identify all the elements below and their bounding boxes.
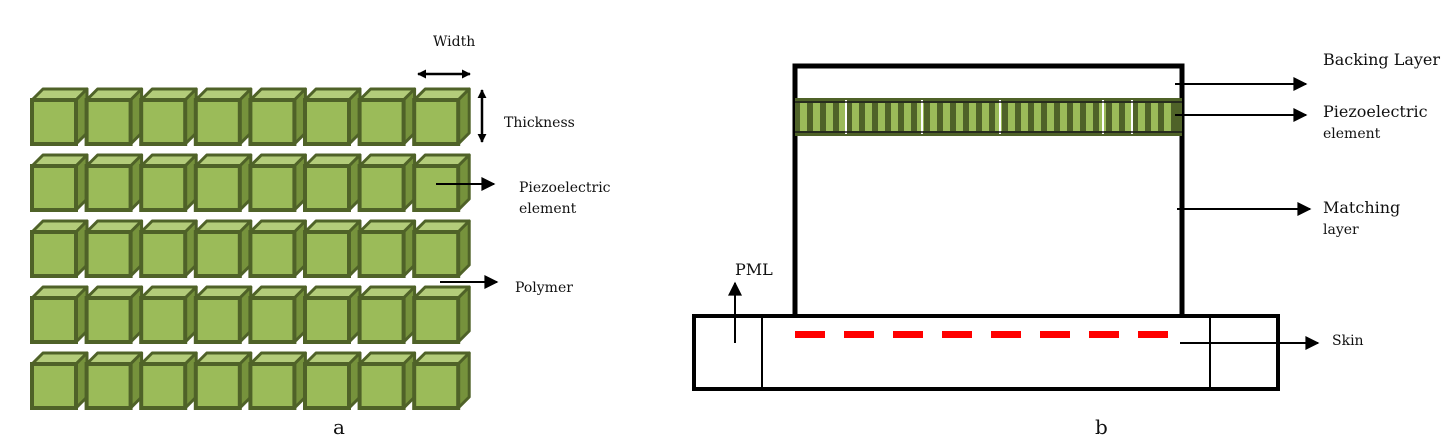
piezo-bar — [1112, 103, 1119, 131]
piezo-element-label-b-line2: element — [1323, 126, 1381, 142]
piezo-element-label-b-line1: Piezoelectric — [1323, 102, 1428, 121]
polymer-cube — [30, 351, 89, 410]
polymer-cube — [303, 351, 362, 410]
polymer-cube — [248, 87, 307, 146]
piezo-bar — [813, 103, 820, 131]
polymer-cube — [193, 153, 253, 212]
width-label: Width — [433, 34, 475, 50]
piezo-bar — [1008, 103, 1015, 131]
piezo-bar — [878, 103, 885, 131]
polymer-cube — [30, 219, 89, 278]
piezo-bar — [891, 103, 898, 131]
piezo-bar — [1047, 103, 1054, 131]
polymer-cube — [30, 87, 89, 146]
polymer-cube — [303, 219, 362, 278]
skin-layer — [692, 314, 1280, 391]
focal-dash — [844, 331, 874, 338]
focal-dash — [795, 331, 825, 338]
polymer-label: Polymer — [515, 280, 573, 296]
piezo-element-label-a-line2: element — [519, 201, 577, 217]
piezo-bar — [917, 103, 924, 131]
polymer-cube — [84, 87, 144, 146]
polymer-cube — [30, 153, 89, 212]
polymer-cube — [412, 285, 471, 344]
focal-dash — [1138, 331, 1168, 338]
piezo-bar — [1034, 103, 1041, 131]
piezo-bar — [982, 103, 989, 131]
polymer-cube — [357, 351, 417, 410]
polymer-cube — [193, 285, 253, 344]
piezo-bar — [995, 103, 1002, 131]
pml-label: PML — [735, 260, 773, 279]
focal-dash — [893, 331, 923, 338]
backing-layer-label: Backing Layer — [1323, 50, 1440, 69]
panel-a-caption: a — [333, 415, 345, 439]
piezo-bar — [1151, 103, 1158, 131]
polymer-cube — [139, 219, 198, 278]
piezo-bar — [839, 103, 846, 131]
piezo-bar — [1021, 103, 1028, 131]
polymer-cube — [193, 219, 253, 278]
piezo-bar — [865, 103, 872, 131]
polymer-cube — [248, 153, 307, 212]
piezo-element-strip — [795, 98, 1182, 136]
piezo-bar — [969, 103, 976, 131]
focal-dash — [991, 331, 1021, 338]
skin-label: Skin — [1332, 333, 1364, 349]
matching-layer-label-line1: Matching — [1323, 198, 1400, 217]
panel-b-transducer-model: Backing Layer Piezoelectric element Matc… — [692, 50, 1440, 439]
piezo-bar — [1086, 103, 1093, 131]
polymer-cube — [303, 153, 362, 212]
polymer-cube — [248, 285, 307, 344]
polymer-cube — [84, 285, 144, 344]
polymer-cube — [357, 219, 417, 278]
polymer-cube — [412, 153, 471, 212]
focal-dash-line — [795, 331, 1168, 338]
polymer-cube — [303, 285, 362, 344]
panel-b-caption: b — [1095, 415, 1108, 439]
piezo-bar — [1125, 103, 1132, 131]
polymer-cube — [412, 219, 471, 278]
piezo-bar — [1073, 103, 1080, 131]
piezo-bar — [800, 103, 807, 131]
piezo-bar — [904, 103, 911, 131]
piezo-bar — [1060, 103, 1067, 131]
piezo-bar — [852, 103, 859, 131]
polymer-cube — [139, 153, 198, 212]
focal-dash — [1040, 331, 1070, 338]
piezo-bar — [943, 103, 950, 131]
focal-dash — [942, 331, 972, 338]
polymer-cube — [84, 219, 144, 278]
focal-dash — [1089, 331, 1119, 338]
piezo-bar — [826, 103, 833, 131]
piezo-bar — [1138, 103, 1145, 131]
piezo-strip-bars — [800, 100, 1171, 134]
matching-layer-label-line2: layer — [1323, 222, 1359, 238]
polymer-cube — [193, 351, 253, 410]
piezo-bar — [956, 103, 963, 131]
polymer-cube — [84, 351, 144, 410]
thickness-label: Thickness — [504, 115, 575, 131]
polymer-cube — [139, 87, 198, 146]
piezo-bar — [1164, 103, 1171, 131]
polymer-cube — [139, 285, 198, 344]
polymer-cube — [84, 153, 144, 212]
polymer-cube — [30, 285, 89, 344]
polymer-cube — [357, 285, 417, 344]
piezo-bar — [930, 103, 937, 131]
polymer-cube — [357, 87, 417, 146]
polymer-cube — [193, 87, 253, 146]
piezo-element-label-a-line1: Piezoelectric — [519, 180, 611, 196]
polymer-cube — [412, 351, 471, 410]
cube-grid — [30, 87, 471, 410]
polymer-cube — [248, 219, 307, 278]
panel-a-composite-array: Width Thickness Piezoelectric element Po… — [30, 34, 611, 439]
polymer-cube — [139, 351, 198, 410]
transducer-housing — [792, 63, 1185, 316]
polymer-cube — [357, 153, 417, 212]
polymer-cube — [248, 351, 307, 410]
polymer-cube — [303, 87, 362, 146]
polymer-cube — [412, 87, 471, 146]
